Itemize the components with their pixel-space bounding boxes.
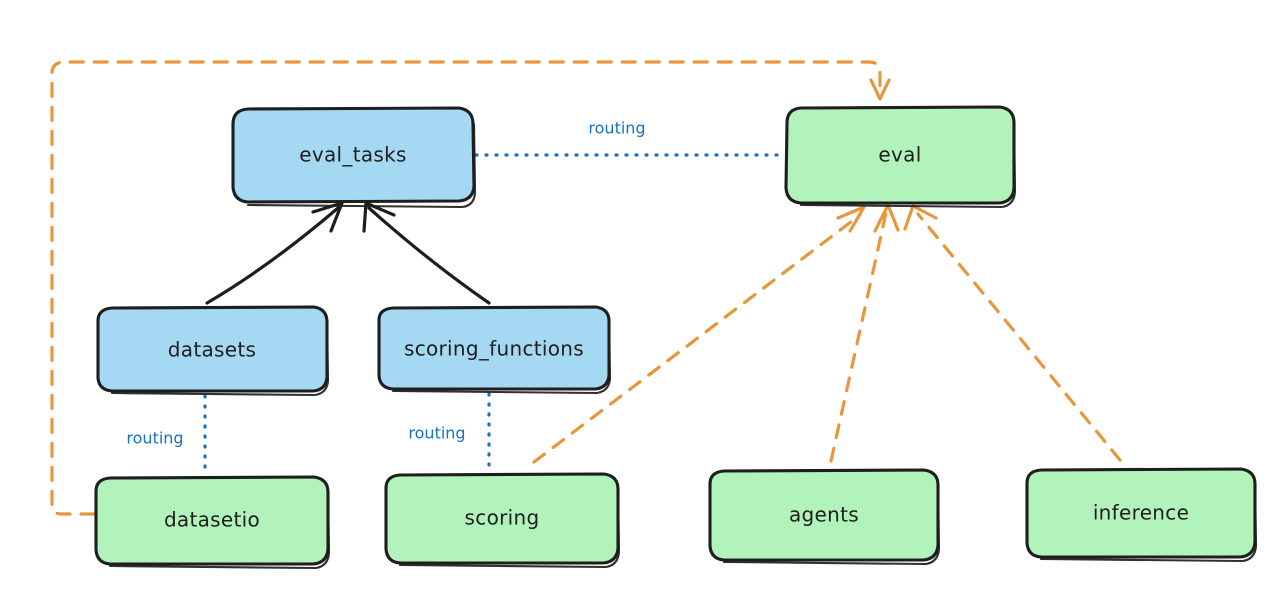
edge-agents-to-eval[interactable]	[829, 203, 900, 463]
node-eval-box	[784, 105, 1016, 205]
node-datasetio-label: datasetio	[164, 508, 260, 532]
node-scoring-functions-box	[377, 305, 611, 391]
edge-label-routing-datasetio: routing	[126, 429, 183, 448]
node-datasets-box	[96, 305, 329, 393]
node-eval-label: eval	[878, 143, 921, 167]
node-datasetio-box	[94, 475, 330, 566]
node-inference-box	[1025, 467, 1257, 559]
node-inference[interactable]: inference	[1025, 467, 1258, 563]
nodes-group: eval_tasks eval datasets scoring_functio…	[94, 105, 1258, 570]
edge-scoring-functions-to-eval-tasks-line	[367, 206, 491, 305]
edge-datasetio-to-eval-line	[50, 60, 882, 516]
edge-scoring-to-eval-arrowhead	[836, 205, 866, 233]
node-datasets[interactable]: datasets	[96, 305, 330, 397]
node-eval-tasks-label: eval_tasks	[299, 143, 406, 167]
node-inference-label: inference	[1093, 501, 1189, 525]
node-agents-label: agents	[789, 503, 859, 527]
edge-inference-to-eval[interactable]	[903, 204, 1122, 462]
edge-scoring-to-eval[interactable]	[532, 205, 866, 464]
edge-label-routing-scoring: routing	[408, 424, 465, 443]
edge-label-routing-eval: routing	[588, 119, 645, 138]
node-scoring-box	[384, 472, 620, 565]
edge-agents-to-eval-line	[829, 211, 888, 463]
node-scoring[interactable]: scoring	[384, 472, 621, 569]
routing-edges-group	[203, 153, 786, 476]
node-agents[interactable]: agents	[708, 468, 941, 566]
node-agents-box	[708, 468, 940, 562]
composition-edges-group	[205, 201, 491, 305]
node-datasetio[interactable]: datasetio	[94, 475, 331, 570]
edge-scoring-functions-to-eval-tasks[interactable]	[362, 201, 491, 305]
node-scoring-label: scoring	[465, 506, 540, 530]
edge-inference-to-eval-line	[916, 212, 1122, 462]
edge-scoring-functions-to-eval-tasks-arrowhead	[362, 201, 396, 233]
node-scoring-functions-label: scoring_functions	[404, 337, 584, 361]
edge-labels-group: routing routing routing	[126, 119, 645, 448]
node-eval[interactable]: eval	[784, 105, 1017, 209]
node-datasets-label: datasets	[168, 338, 256, 362]
edge-datasetio-to-eval[interactable]	[50, 60, 891, 516]
edge-scoring-to-eval-line	[532, 213, 862, 464]
edge-datasets-to-eval-tasks-line	[205, 206, 340, 305]
node-eval-tasks[interactable]: eval_tasks	[231, 106, 477, 209]
edge-datasetio-to-eval-arrowhead	[869, 78, 891, 101]
edge-datasets-to-eval-tasks[interactable]	[205, 201, 344, 305]
node-eval-tasks-box	[231, 106, 476, 204]
node-scoring-functions[interactable]: scoring_functions	[377, 305, 612, 395]
